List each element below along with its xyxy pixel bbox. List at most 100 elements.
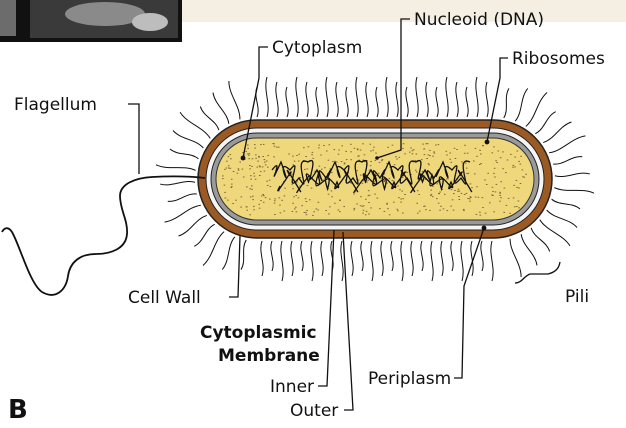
ribosome-dot (452, 199, 454, 200)
ribosome-dot (243, 177, 245, 178)
ribosome-dot (360, 175, 362, 176)
ribosome-dot (278, 147, 280, 148)
ribosome-dot (266, 181, 268, 182)
ribosome-dot (513, 197, 515, 198)
ribosome-dot (376, 175, 378, 176)
ribosome-dot (500, 157, 502, 158)
pilus (510, 239, 521, 277)
ribosome-dot (296, 211, 298, 212)
ribosome-dot (334, 203, 336, 204)
ribosome-dot (257, 161, 259, 162)
ribosome-dot (312, 215, 314, 216)
pilus (461, 241, 463, 281)
label-nucleoid: Nucleoid (DNA) (414, 10, 544, 30)
ribosome-dot (266, 161, 268, 162)
pilus (540, 220, 570, 246)
ribosome-dot (273, 156, 275, 157)
ribosome-dot (276, 147, 278, 148)
ribosome-dot (382, 159, 384, 160)
ribosome-dot (439, 192, 441, 193)
ribosome-dot (480, 163, 482, 164)
ribosome-dot (264, 159, 266, 160)
ribosome-dot (429, 155, 431, 156)
ribosome-dot (231, 184, 233, 185)
pilus (165, 205, 201, 222)
ribosome-dot (487, 173, 489, 174)
pilus (281, 241, 283, 281)
ribosome-dot (356, 203, 358, 204)
ribosome-dot (364, 154, 366, 155)
ribosome-dot (363, 210, 365, 211)
ribosome-dot (253, 206, 255, 207)
ribosome-dot (294, 208, 296, 209)
ribosome-dot (499, 201, 501, 202)
ribosome-dot (235, 200, 237, 201)
pilus (521, 234, 537, 265)
ribosome-dot (233, 171, 235, 172)
ribosome-dot (404, 194, 406, 195)
ribosome-dot (397, 209, 399, 210)
ribosome-dot (422, 171, 424, 172)
ribosome-dot (409, 152, 411, 153)
ribosome-dot (247, 148, 249, 149)
ribosome-dot (247, 145, 249, 146)
ribosome-dot (499, 193, 501, 194)
pilus (451, 241, 453, 271)
ribosome-dot (512, 167, 514, 168)
pilus (481, 241, 483, 271)
ribosome-dot (292, 156, 294, 157)
ribosome-dot (384, 211, 386, 212)
ribosome-dot (470, 196, 472, 197)
ribosome-dot (438, 203, 440, 204)
ribosome-dot (341, 161, 343, 162)
ribosome-dot (353, 209, 355, 210)
pilus (203, 232, 224, 266)
pilus (381, 241, 383, 276)
ribosome-dot (255, 158, 257, 159)
ribosome-dot (461, 193, 463, 194)
ribosome-dot (422, 144, 424, 145)
ribosome-dot (366, 182, 368, 183)
ribosome-dot (375, 160, 377, 161)
ribosome-dot (431, 194, 433, 195)
ribosome-dot (262, 156, 264, 157)
ribosome-dot (308, 146, 310, 147)
pilus (170, 149, 198, 159)
ribosome-dot (514, 206, 516, 207)
ribosome-dot (306, 201, 308, 202)
ribosome-dot (504, 188, 506, 189)
label-ribosomes: Ribosomes (512, 49, 605, 69)
ribosome-dot (360, 205, 362, 206)
ribosome-dot (444, 194, 446, 195)
pilus (301, 241, 303, 271)
ribosome-dot (454, 190, 456, 191)
ribosome-dot (473, 161, 475, 162)
ribosome-dot (466, 173, 468, 174)
ribosome-dot (401, 191, 403, 192)
ribosome-dot (362, 143, 364, 144)
ribosome-dot (517, 151, 519, 152)
ribosome-dot (262, 166, 264, 167)
ribosome-dot (301, 205, 303, 206)
ribosome-dot (522, 169, 524, 170)
ribosome-dot (228, 156, 230, 157)
ribosome-dot (232, 203, 234, 204)
ribosome-dot (502, 151, 504, 152)
ribosome-dot (255, 179, 257, 180)
ribosome-dot (394, 164, 396, 165)
ribosome-dot (345, 151, 347, 152)
ribosome-dot (238, 170, 240, 171)
ribosome-dot (399, 189, 401, 190)
ribosome-dot (353, 194, 355, 195)
pilus (476, 77, 478, 117)
ribosome-dot (249, 188, 251, 189)
pilus (441, 241, 443, 276)
ribosome-dot (480, 154, 482, 155)
ribosome-dot (469, 201, 471, 202)
pilus (271, 241, 273, 271)
ribosome-dot (357, 149, 359, 150)
ribosome-dot (350, 144, 352, 145)
ribosome-dot (433, 151, 435, 152)
ribosome-dot (250, 179, 252, 180)
pilus (456, 82, 458, 117)
